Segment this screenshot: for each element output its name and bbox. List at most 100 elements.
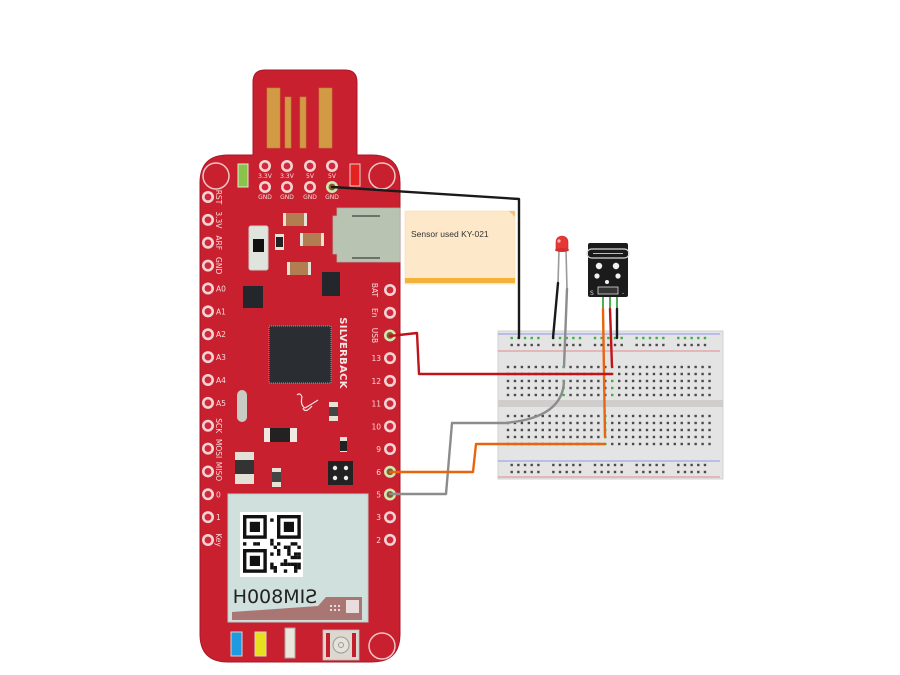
rail-hole[interactable]: [552, 463, 555, 467]
rail-hole[interactable]: [703, 470, 707, 474]
breadboard-hole[interactable]: [638, 379, 642, 383]
breadboard-hole[interactable]: [597, 421, 600, 425]
rail-hole[interactable]: [620, 470, 623, 474]
breadboard-hole[interactable]: [513, 428, 517, 432]
breadboard-hole[interactable]: [666, 442, 670, 446]
rail-hole[interactable]: [648, 470, 652, 474]
breadboard-hole[interactable]: [541, 365, 544, 369]
pin[interactable]: [202, 282, 214, 295]
breadboard-hole[interactable]: [652, 365, 656, 369]
rail-hole[interactable]: [565, 336, 568, 340]
pin[interactable]: [202, 191, 214, 203]
breadboard-hole[interactable]: [631, 421, 635, 425]
breadboard-hole[interactable]: [638, 393, 642, 397]
pin[interactable]: [202, 419, 214, 432]
breadboard-hole[interactable]: [541, 386, 544, 390]
breadboard-hole[interactable]: [680, 365, 683, 369]
breadboard-hole[interactable]: [506, 414, 510, 418]
breadboard-hole[interactable]: [576, 379, 579, 383]
breadboard-hole[interactable]: [520, 393, 524, 397]
breadboard-hole[interactable]: [576, 386, 579, 390]
breadboard-hole[interactable]: [673, 414, 676, 418]
breadboard-hole[interactable]: [597, 386, 600, 390]
breadboard-hole[interactable]: [694, 365, 697, 369]
rail-hole[interactable]: [662, 463, 665, 467]
breadboard-hole[interactable]: [694, 428, 697, 432]
rail-hole[interactable]: [565, 470, 568, 474]
breadboard-hole[interactable]: [597, 414, 600, 418]
breadboard-hole[interactable]: [611, 442, 614, 446]
rail-hole[interactable]: [530, 463, 533, 467]
rail-hole[interactable]: [530, 470, 533, 474]
breadboard-hole[interactable]: [687, 386, 690, 390]
wire-led-anode-gray[interactable]: [562, 287, 569, 369]
breadboard-hole[interactable]: [527, 435, 531, 439]
breadboard-hole[interactable]: [673, 386, 676, 390]
breadboard-hole[interactable]: [555, 393, 558, 397]
rail-hole[interactable]: [635, 343, 638, 347]
breadboard-hole[interactable]: [513, 365, 517, 369]
breadboard-hole[interactable]: [541, 421, 544, 425]
reset-switch[interactable]: [248, 225, 269, 271]
breadboard-hole[interactable]: [569, 386, 572, 390]
pin[interactable]: [259, 160, 271, 172]
breadboard-hole[interactable]: [673, 421, 676, 425]
breadboard-hole[interactable]: [694, 414, 697, 418]
rail-hole[interactable]: [572, 336, 575, 340]
breadboard-hole[interactable]: [631, 442, 635, 446]
rail-hole[interactable]: [600, 470, 603, 474]
rail-hole[interactable]: [523, 336, 527, 340]
breadboard-hole[interactable]: [590, 414, 593, 418]
rail-hole[interactable]: [607, 463, 610, 467]
breadboard-hole[interactable]: [569, 428, 572, 432]
breadboard-hole[interactable]: [645, 421, 649, 425]
rail-hole[interactable]: [517, 343, 520, 347]
rail-hole[interactable]: [648, 463, 652, 467]
breadboard-hole[interactable]: [624, 379, 628, 383]
breadboard-hole[interactable]: [624, 442, 628, 446]
breadboard-hole[interactable]: [520, 386, 524, 390]
breadboard-hole[interactable]: [555, 379, 558, 383]
rail-hole[interactable]: [578, 343, 582, 347]
breadboard-hole[interactable]: [624, 428, 628, 432]
breadboard-hole[interactable]: [659, 365, 663, 369]
breadboard-hole[interactable]: [618, 442, 621, 446]
breadboard-hole[interactable]: [708, 372, 711, 376]
rail-hole[interactable]: [578, 336, 582, 340]
pin[interactable]: [202, 442, 214, 455]
breadboard-hole[interactable]: [680, 372, 683, 376]
breadboard-hole[interactable]: [701, 414, 704, 418]
rail-hole[interactable]: [697, 336, 700, 340]
rail-hole[interactable]: [607, 470, 610, 474]
breadboard-hole[interactable]: [687, 365, 690, 369]
rail-hole[interactable]: [558, 470, 562, 474]
rail-hole[interactable]: [683, 463, 687, 467]
breadboard-hole[interactable]: [645, 379, 649, 383]
rail-hole[interactable]: [655, 336, 658, 340]
breadboard-hole[interactable]: [708, 428, 711, 432]
rail-hole[interactable]: [600, 343, 603, 347]
pin[interactable]: [281, 181, 293, 193]
breadboard-hole[interactable]: [506, 435, 510, 439]
breadboard-hole[interactable]: [583, 393, 586, 397]
breadboard-hole[interactable]: [652, 435, 656, 439]
breadboard-hole[interactable]: [576, 365, 579, 369]
breadboard-hole[interactable]: [555, 435, 558, 439]
breadboard-hole[interactable]: [687, 435, 690, 439]
rail-hole[interactable]: [613, 336, 617, 340]
breadboard-hole[interactable]: [666, 414, 670, 418]
rail-hole[interactable]: [593, 463, 597, 467]
rail-hole[interactable]: [517, 463, 520, 467]
breadboard-hole[interactable]: [666, 393, 670, 397]
breadboard-hole[interactable]: [618, 379, 621, 383]
breadboard-hole[interactable]: [548, 428, 551, 432]
pin[interactable]: [384, 306, 396, 319]
breadboard-hole[interactable]: [569, 379, 572, 383]
rail-hole[interactable]: [703, 463, 707, 467]
breadboard-hole[interactable]: [541, 414, 544, 418]
breadboard-hole[interactable]: [611, 414, 614, 418]
rail-hole[interactable]: [552, 470, 555, 474]
breadboard-hole[interactable]: [583, 365, 586, 369]
breadboard-hole[interactable]: [513, 414, 517, 418]
breadboard-hole[interactable]: [659, 442, 663, 446]
